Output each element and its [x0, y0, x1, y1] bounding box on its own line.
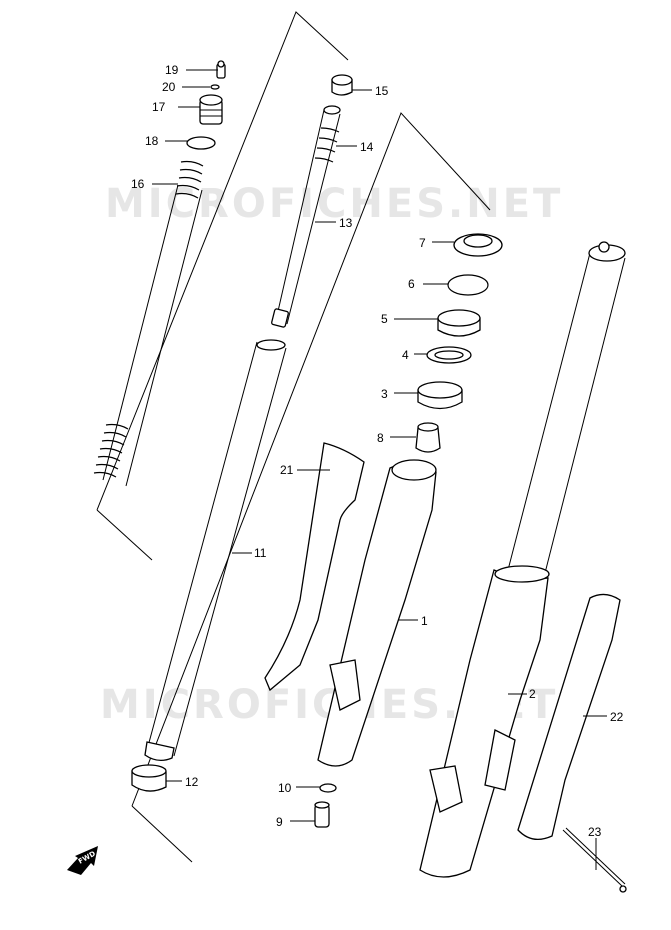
callout-8: 8 [377, 431, 384, 445]
inner-tube [144, 339, 287, 762]
callout-13: 13 [339, 216, 353, 230]
group-boundary-center [131, 112, 491, 863]
oil-lock-piece [415, 422, 441, 453]
dust-seal [453, 233, 503, 257]
callout-1: 1 [421, 614, 428, 628]
oil-seal-retainer [426, 346, 472, 364]
callout-21: 21 [280, 463, 294, 477]
fork-cover-right [517, 593, 621, 841]
oil-seal [437, 309, 481, 337]
callout-15: 15 [375, 84, 389, 98]
callout-22: 22 [610, 710, 624, 724]
callout-18: 18 [145, 134, 159, 148]
outer-tube-left [317, 459, 437, 767]
callout-5: 5 [381, 312, 388, 326]
callout-19: 19 [165, 63, 179, 77]
callout-9: 9 [276, 815, 283, 829]
callout-17: 17 [152, 100, 166, 114]
callout-3: 3 [381, 387, 388, 401]
callout-4: 4 [402, 348, 409, 362]
callout-12: 12 [185, 775, 199, 789]
damper-rod [271, 105, 341, 328]
fork-spring [93, 160, 204, 487]
callout-10: 10 [278, 781, 292, 795]
callout-2: 2 [529, 687, 536, 701]
guide-bushing-3 [417, 381, 463, 410]
stopper-ring [447, 274, 489, 296]
leader-lines [152, 69, 607, 870]
o-ring-20 [210, 84, 220, 90]
callout-7: 7 [419, 236, 426, 250]
fork-assembly-right [419, 241, 626, 878]
gasket [319, 783, 337, 793]
callout-14: 14 [360, 140, 374, 154]
callout-16: 16 [131, 177, 145, 191]
fork-cover-left [264, 442, 365, 692]
slide-bushing-12 [131, 764, 167, 792]
group-boundary-left [96, 11, 349, 561]
cap-bolt [199, 94, 223, 125]
callout-23: 23 [588, 825, 602, 839]
callout-6: 6 [408, 277, 415, 291]
guide-bushing-15 [331, 74, 353, 96]
callout-20: 20 [162, 80, 176, 94]
air-valve [216, 60, 226, 79]
fwd-arrow-icon: FWD [67, 846, 98, 875]
callout-11: 11 [254, 546, 267, 560]
watermark-top: MICROFICHES.NET [105, 181, 563, 227]
callout-labels: 19 20 17 18 16 15 14 13 7 6 5 4 3 8 21 1… [131, 63, 624, 839]
o-ring-18 [186, 136, 216, 150]
damper-bolt [314, 801, 330, 828]
